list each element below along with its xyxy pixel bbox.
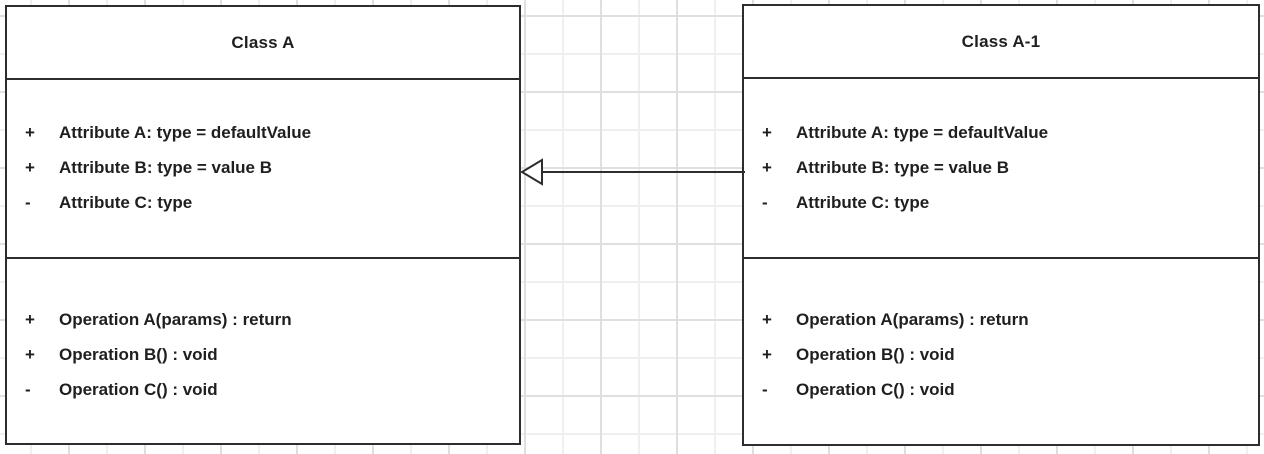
class-a-attributes-compartment: + Attribute A: type = defaultValue + Att…	[7, 80, 519, 259]
visibility-marker: -	[25, 379, 31, 399]
class-a-operations-compartment: + Operation A(params) : return + Operati…	[7, 259, 519, 444]
inheritance-arrow[interactable]	[519, 157, 745, 187]
class-box-class-a-1[interactable]: Class A-1 + Attribute A: type = defaultV…	[742, 4, 1260, 446]
attribute-text: Attribute B: type = value B	[59, 158, 273, 178]
visibility-marker: -	[762, 192, 768, 212]
visibility-marker: +	[762, 122, 772, 142]
class-a-1-operations-compartment: + Operation A(params) : return + Operati…	[744, 259, 1258, 445]
class-box-class-a[interactable]: Class A + Attribute A: type = defaultVal…	[5, 5, 521, 445]
operation-text: Operation A(params) : return	[796, 310, 1029, 330]
visibility-marker: +	[25, 309, 35, 329]
operation-row: + Operation B() : void	[762, 338, 1258, 373]
visibility-marker: -	[25, 193, 31, 213]
attribute-text: Attribute C: type	[796, 192, 930, 212]
attribute-row: - Attribute C: type	[25, 186, 519, 221]
visibility-marker: +	[762, 157, 772, 177]
operation-text: Operation B() : void	[796, 345, 955, 365]
operation-text: Operation B() : void	[59, 344, 218, 364]
attribute-row: + Attribute B: type = value B	[762, 150, 1258, 185]
operation-row: + Operation B() : void	[25, 337, 519, 372]
attribute-row: + Attribute A: type = defaultValue	[762, 115, 1258, 150]
attribute-text: Attribute B: type = value B	[796, 157, 1010, 177]
operation-row: + Operation A(params) : return	[762, 303, 1258, 338]
attribute-text: Attribute C: type	[59, 193, 193, 213]
operation-row: - Operation C() : void	[25, 372, 519, 407]
class-a-1-title: Class A-1	[744, 6, 1258, 79]
operation-row: - Operation C() : void	[762, 373, 1258, 408]
visibility-marker: -	[762, 380, 768, 400]
hollow-triangle-arrowhead-icon	[520, 158, 543, 186]
class-a-1-attributes-compartment: + Attribute A: type = defaultValue + Att…	[744, 79, 1258, 259]
visibility-marker: +	[25, 344, 35, 364]
class-a-title: Class A	[7, 7, 519, 80]
visibility-marker: +	[762, 310, 772, 330]
attribute-row: + Attribute A: type = defaultValue	[25, 116, 519, 151]
operation-text: Operation C() : void	[59, 379, 218, 399]
operation-text: Operation C() : void	[796, 380, 955, 400]
visibility-marker: +	[25, 158, 35, 178]
attribute-row: - Attribute C: type	[762, 185, 1258, 220]
visibility-marker: +	[762, 345, 772, 365]
attribute-text: Attribute A: type = defaultValue	[59, 123, 312, 143]
attribute-row: + Attribute B: type = value B	[25, 151, 519, 186]
attribute-text: Attribute A: type = defaultValue	[796, 122, 1049, 142]
operation-row: + Operation A(params) : return	[25, 302, 519, 337]
operation-text: Operation A(params) : return	[59, 309, 292, 329]
visibility-marker: +	[25, 123, 35, 143]
